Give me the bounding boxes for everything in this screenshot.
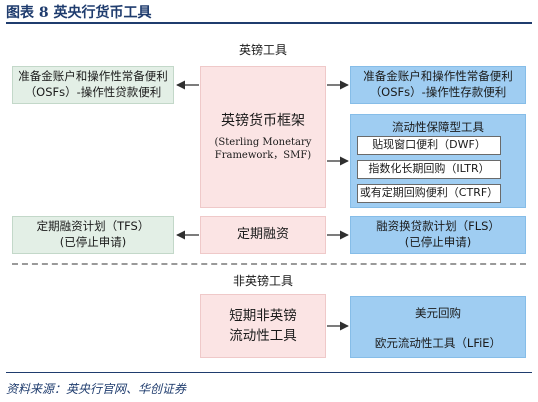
- non-sterling-box: 短期非英镑 流动性工具: [200, 294, 326, 358]
- liquidity-facilities-box: 流动性保障型工具 贴现窗口便利（DWF） 指数化长期回购（ILTR） 或有定期回…: [350, 114, 526, 208]
- osf-lending-box: 准备金账户和操作性常备便利 （OSFs）-操作性贷款便利: [12, 66, 174, 104]
- osf-lending-line1: 准备金账户和操作性常备便利: [18, 69, 168, 84]
- non-sterling-line2: 流动性工具: [229, 328, 297, 344]
- liquidity-title: 流动性保障型工具: [392, 120, 484, 134]
- fls-line2: (已停止申请): [404, 235, 472, 249]
- section-label-sterling: 英镑工具: [238, 43, 287, 57]
- footer-rule: [6, 372, 532, 373]
- section-divider: [12, 263, 526, 265]
- smf-sub-line2: Framework，SMF): [214, 150, 312, 162]
- tfs-line2: (已停止申请): [59, 235, 127, 249]
- non-sterling-tools-box: 美元回购 欧元流动性工具（LFiE）: [350, 296, 526, 358]
- liquidity-item-ctrf: 或有定期回购便利（CTRF）: [357, 184, 501, 203]
- smf-box: 英镑货币框架 (Sterling Monetary Framework，SMF): [200, 66, 326, 208]
- section-label-non-sterling: 非英镑工具: [232, 274, 293, 288]
- smf-title: 英镑货币框架: [221, 112, 305, 129]
- liquidity-item-dwf: 贴现窗口便利（DWF）: [357, 136, 501, 155]
- fls-line1: 融资换贷款计划（FLS）: [376, 219, 500, 234]
- smf-subtitle: (Sterling Monetary Framework，SMF): [215, 136, 312, 162]
- osf-deposit-line1: 准备金账户和操作性常备便利: [363, 69, 513, 84]
- osf-deposit-box: 准备金账户和操作性常备便利 （OSFs）-操作性存款便利: [350, 66, 526, 104]
- osf-deposit-line2: （OSFs）-操作性存款便利: [369, 85, 507, 99]
- lfie-label: 欧元流动性工具（LFiE）: [374, 336, 502, 350]
- figure-title: 图表 8 英央行货币工具: [6, 5, 152, 21]
- tfs-box: 定期融资计划（TFS） (已停止申请): [12, 216, 174, 254]
- term-funding-box: 定期融资: [200, 216, 326, 254]
- title-rule: [6, 22, 532, 24]
- fls-box: 融资换贷款计划（FLS） (已停止申请): [350, 216, 526, 254]
- smf-sub-line1: (Sterling Monetary: [214, 137, 312, 149]
- liquidity-item-iltr: 指数化长期回购（ILTR）: [357, 160, 501, 179]
- osf-lending-line2: （OSFs）-操作性贷款便利: [24, 85, 162, 99]
- usd-repo-label: 美元回购: [415, 306, 461, 320]
- tfs-line1: 定期融资计划（TFS）: [36, 219, 150, 234]
- source-note: 资料来源：英央行官网、华创证券: [6, 382, 187, 396]
- non-sterling-line1: 短期非英镑: [229, 307, 297, 324]
